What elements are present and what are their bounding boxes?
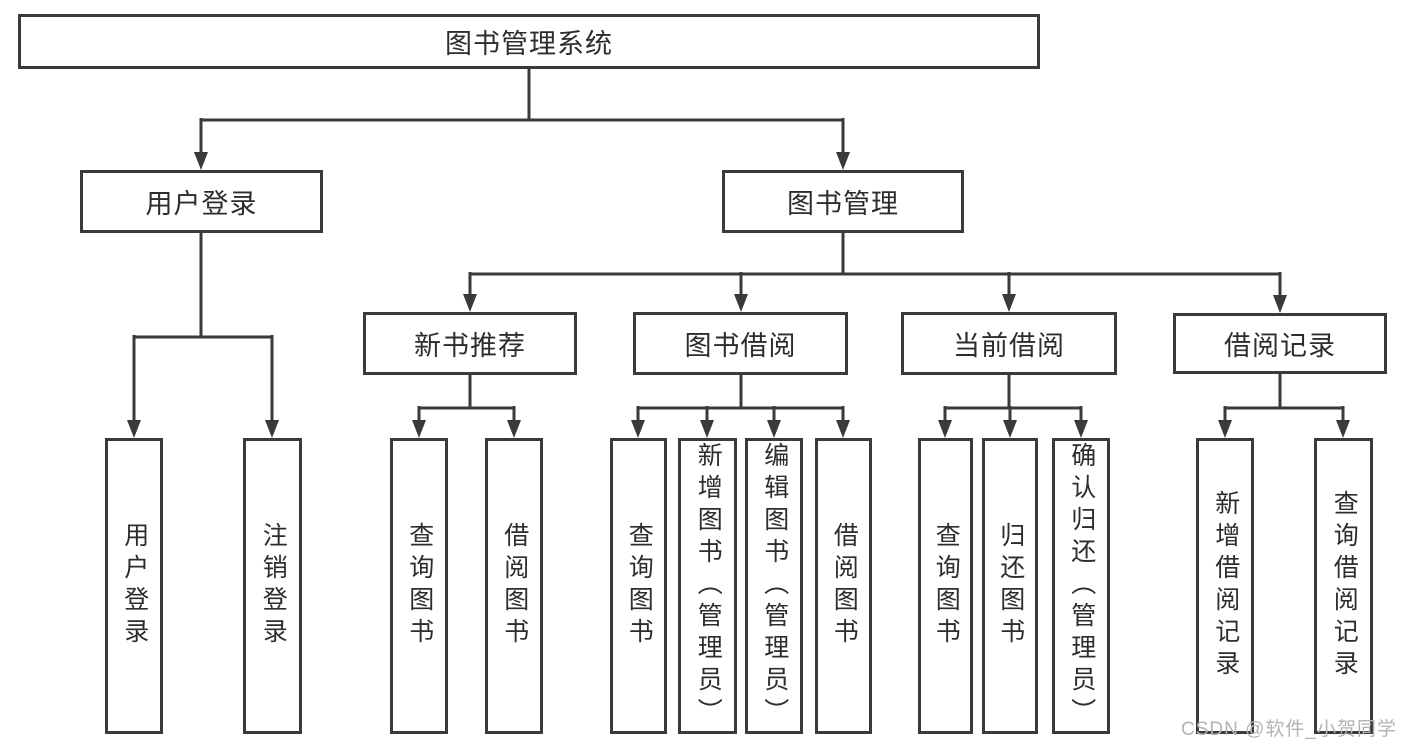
leaf-confirm-return-admin: 确认归还（管理员） (1052, 438, 1110, 734)
node-label: 用户登录 (145, 189, 258, 219)
arrowheads (127, 152, 1350, 438)
node-label: 当前借阅 (953, 331, 1065, 361)
leaf-borrow-books-1: 借阅图书 (485, 438, 543, 734)
leaf-query-borrowing-record: 查询借阅记录 (1314, 438, 1373, 734)
node-current-borrowing: 当前借阅 (901, 312, 1117, 375)
node-label: 注销登录 (259, 522, 288, 650)
node-label: 查询图书 (932, 522, 961, 650)
node-label: 借阅图书 (830, 522, 859, 650)
leaf-add-books-admin: 新增图书（管理员） (678, 438, 737, 734)
node-book-management-branch: 图书管理 (722, 170, 964, 233)
node-library-management-system: 图书管理系统 (18, 14, 1040, 69)
node-new-book-recommendation: 新书推荐 (363, 312, 577, 375)
node-user-login-branch: 用户登录 (80, 170, 323, 233)
node-label: 确认归还（管理员） (1067, 442, 1096, 730)
leaf-user-login: 用户登录 (105, 438, 163, 734)
leaf-query-books-2: 查询图书 (610, 438, 667, 734)
leaf-return-books: 归还图书 (982, 438, 1038, 734)
leaf-query-books-3: 查询图书 (918, 438, 973, 734)
node-book-borrowing: 图书借阅 (633, 312, 848, 375)
leaf-add-borrowing-record: 新增借阅记录 (1196, 438, 1254, 734)
leaf-edit-books-admin: 编辑图书（管理员） (745, 438, 803, 734)
node-label: 查询图书 (625, 522, 654, 650)
node-label: 新增借阅记录 (1211, 490, 1240, 682)
leaf-borrow-books-2: 借阅图书 (815, 438, 872, 734)
node-label: 编辑图书（管理员） (760, 442, 789, 730)
node-label: 图书管理系统 (445, 29, 613, 59)
node-label: 借阅记录 (1224, 331, 1336, 361)
node-label: 借阅图书 (500, 522, 529, 650)
node-label: 图书借阅 (684, 331, 797, 361)
node-label: 新书推荐 (414, 331, 526, 361)
node-label: 查询借阅记录 (1330, 490, 1359, 682)
node-label: 归还图书 (996, 522, 1025, 650)
node-label: 查询图书 (405, 522, 434, 650)
node-borrowing-records: 借阅记录 (1173, 313, 1387, 374)
node-label: 用户登录 (120, 522, 149, 650)
leaf-logout: 注销登录 (243, 438, 302, 734)
node-label: 图书管理 (787, 189, 899, 219)
leaf-query-books-1: 查询图书 (390, 438, 448, 734)
node-label: 新增图书（管理员） (694, 442, 723, 730)
watermark-text: CSDN @软件_小贺同学 (1181, 719, 1397, 740)
